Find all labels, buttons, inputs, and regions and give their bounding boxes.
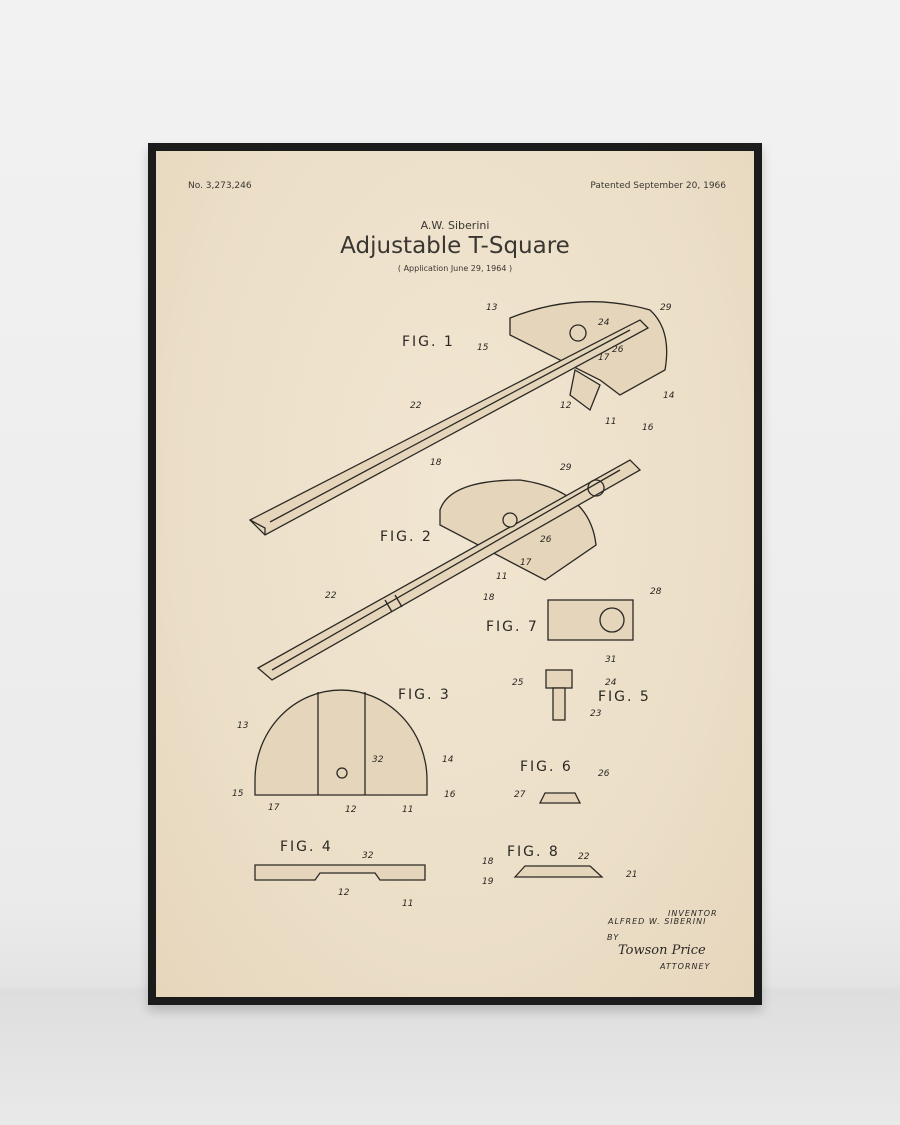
inventor-name: ALFRED W. SIBERINI	[607, 917, 706, 926]
fig-5-drawing	[545, 669, 573, 721]
fig-4-drawing	[254, 864, 426, 881]
part-number: 29	[560, 463, 572, 473]
patent-number: No. 3,273,246	[188, 181, 252, 191]
part-number: 17	[268, 803, 280, 813]
attorney-signature: Towson Price	[618, 943, 706, 958]
fig-2-label: FIG. 2	[380, 529, 433, 545]
part-number: 19	[482, 877, 494, 887]
fig-3-drawing	[254, 689, 428, 796]
part-number: 17	[520, 558, 532, 568]
part-number: 26	[540, 535, 552, 545]
part-number: 26	[612, 345, 624, 355]
part-number: 12	[345, 805, 357, 815]
part-number: 27	[514, 790, 526, 800]
part-number: 24	[598, 318, 610, 328]
part-number: 26	[598, 769, 610, 779]
attorney-label: ATTORNEY	[659, 962, 711, 971]
part-number: 32	[372, 755, 384, 765]
patent-date: Patented September 20, 1966	[590, 181, 726, 191]
part-number: 31	[605, 655, 616, 665]
part-number: 13	[237, 721, 249, 731]
fig-8-drawing	[513, 865, 604, 878]
part-number: 24	[605, 678, 617, 688]
fig-1-label: FIG. 1	[402, 334, 455, 350]
application-date: ( Application June 29, 1964 )	[397, 264, 513, 273]
part-number: 14	[663, 391, 675, 401]
part-number: 32	[362, 851, 374, 861]
fig-4-label: FIG. 4	[280, 839, 333, 855]
inventor-label: INVENTOR	[668, 909, 718, 918]
part-number-labels: 13 15 24 29 26 17 12 11 14 16 22 18 11 2…	[232, 303, 675, 909]
part-number: 16	[642, 423, 654, 433]
part-number: 22	[410, 401, 422, 411]
part-number: 11	[402, 805, 413, 815]
inventor-header: A.W. Siberini	[420, 219, 490, 232]
part-number: 18	[430, 458, 442, 468]
fig-7-label: FIG. 7	[486, 619, 539, 635]
part-number: 28	[650, 587, 662, 597]
part-number: 23	[590, 709, 602, 719]
part-number: 13	[486, 303, 498, 313]
part-number: 12	[338, 888, 350, 898]
part-number: 29	[660, 303, 672, 313]
part-number: 15	[232, 789, 244, 799]
part-number: 18	[482, 857, 494, 867]
part-number: 22	[325, 591, 337, 601]
part-number: 11	[605, 417, 616, 427]
part-number: 16	[444, 790, 456, 800]
fig-6-label: FIG. 6	[520, 759, 573, 775]
part-number: 25	[512, 678, 524, 688]
part-number: 12	[560, 401, 572, 411]
part-number: 17	[598, 353, 610, 363]
poster-title: Adjustable T-Square	[340, 233, 570, 259]
by-label: BY	[607, 933, 619, 942]
part-number: 18	[483, 593, 495, 603]
fig-5-label: FIG. 5	[598, 689, 651, 705]
fig-1-drawing	[248, 301, 668, 536]
fig-2-drawing	[256, 459, 642, 681]
fig-7-drawing	[547, 599, 634, 641]
part-number: 21	[626, 870, 637, 880]
part-number: 22	[578, 852, 590, 862]
fig-3-label: FIG. 3	[398, 687, 451, 703]
part-number: 15	[477, 343, 489, 353]
fig-8-label: FIG. 8	[507, 844, 560, 860]
part-number: 14	[442, 755, 454, 765]
signature-block: INVENTOR ALFRED W. SIBERINI BY Towson Pr…	[607, 909, 718, 971]
part-number: 11	[402, 899, 413, 909]
fig-6-drawing	[538, 792, 582, 804]
part-number: 11	[496, 572, 507, 582]
